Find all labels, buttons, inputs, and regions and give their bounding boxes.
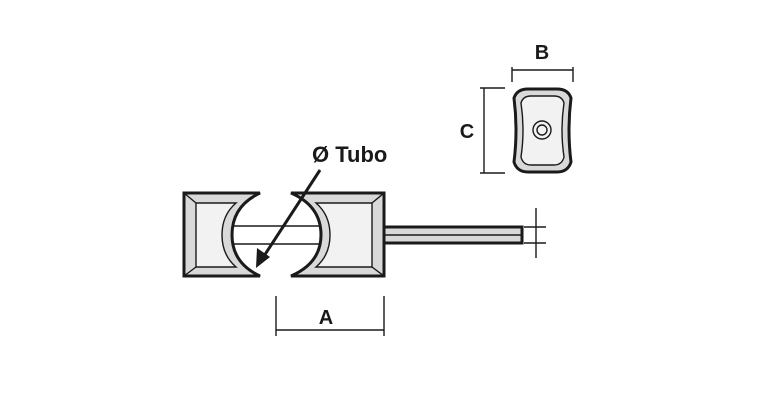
right-clamp-bevel-2 [371, 266, 385, 277]
label-a: A [319, 307, 333, 329]
label-c: C [460, 121, 474, 143]
left-clamp-bevel-1 [183, 192, 197, 204]
end-view: B C [460, 42, 574, 174]
label-b: B [535, 42, 549, 64]
label-tubo: Ø Tubo [312, 142, 387, 167]
right-clamp-bevel-1 [371, 192, 385, 204]
hole-inner [536, 124, 548, 136]
left-clamp-bevel-2 [183, 266, 197, 277]
tubo-arrowhead [256, 248, 270, 268]
tubo-leader-line [262, 169, 322, 257]
right-clamp-inner [314, 202, 373, 268]
side-view: A Ø Tubo [182, 142, 546, 336]
hole-outer [532, 120, 552, 140]
left-clamp-inner [195, 202, 238, 268]
profile-inner [520, 95, 565, 166]
